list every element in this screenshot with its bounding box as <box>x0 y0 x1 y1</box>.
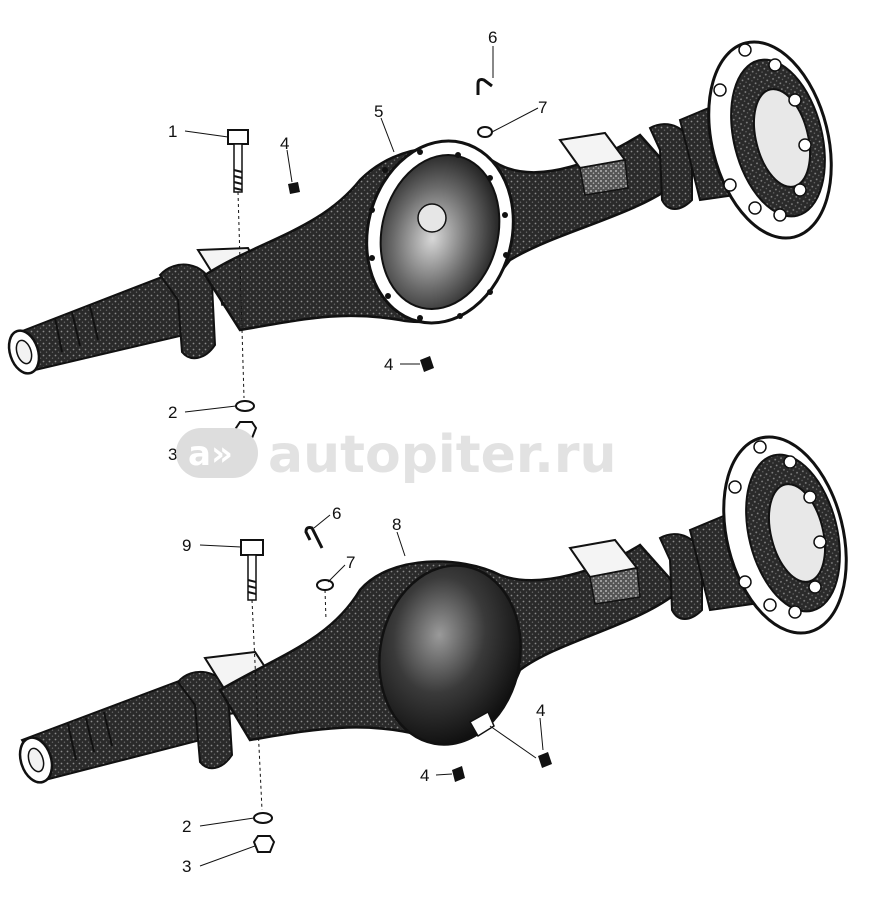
upper-breather-6 <box>476 78 493 95</box>
upper-callout-4-bottom: 4 <box>384 355 393 374</box>
lower-nut-3 <box>252 835 276 853</box>
lower-bolt-9 <box>240 539 264 811</box>
upper-axle: 1 4 5 6 7 4 2 3 <box>7 28 833 464</box>
lower-plug-4-bottom <box>452 766 465 782</box>
upper-callout-3: 3 <box>168 445 177 464</box>
upper-callout-5: 5 <box>374 102 383 121</box>
upper-callout-1: 1 <box>168 122 177 141</box>
lower-callout-3: 3 <box>182 857 191 876</box>
upper-plug-4-bottom <box>420 356 434 372</box>
lower-axle: 9 6 8 7 4 4 2 3 <box>18 435 848 876</box>
upper-callout-7: 7 <box>538 98 547 117</box>
lower-washer-2 <box>253 812 273 824</box>
upper-housing <box>203 133 682 332</box>
upper-callout-6: 6 <box>488 28 497 47</box>
upper-right-hub <box>678 40 833 240</box>
watermark-logo: a» <box>188 434 233 474</box>
lower-right-hub <box>688 435 848 635</box>
lower-callout-4-bottom: 4 <box>420 766 429 785</box>
upper-right-spring-seat <box>558 123 693 210</box>
lower-plug-4-right <box>538 752 552 768</box>
lower-callout-6: 6 <box>332 504 341 523</box>
lower-callout-7: 7 <box>346 553 355 572</box>
lower-washer-7 <box>316 579 334 591</box>
upper-plug-4-top <box>288 182 300 194</box>
lower-callout-4-right: 4 <box>536 701 545 720</box>
upper-washer-2 <box>235 400 255 412</box>
upper-washer-7 <box>477 126 493 138</box>
lower-housing <box>218 543 682 746</box>
lower-callout-2: 2 <box>182 817 191 836</box>
upper-left-shaft <box>7 268 207 375</box>
watermark-logo-badge <box>176 428 258 478</box>
lower-right-spring-seat <box>568 533 703 620</box>
autopiter-watermark: a» autopiter.ru <box>176 425 617 485</box>
upper-callout-4-top: 4 <box>280 134 289 153</box>
lower-breather-6 <box>304 526 324 549</box>
watermark-text: autopiter.ru <box>268 425 617 485</box>
lower-callout-9: 9 <box>182 536 191 555</box>
lower-callout-8: 8 <box>392 515 401 534</box>
upper-callout-2: 2 <box>168 403 177 422</box>
lower-left-shaft <box>18 673 222 784</box>
